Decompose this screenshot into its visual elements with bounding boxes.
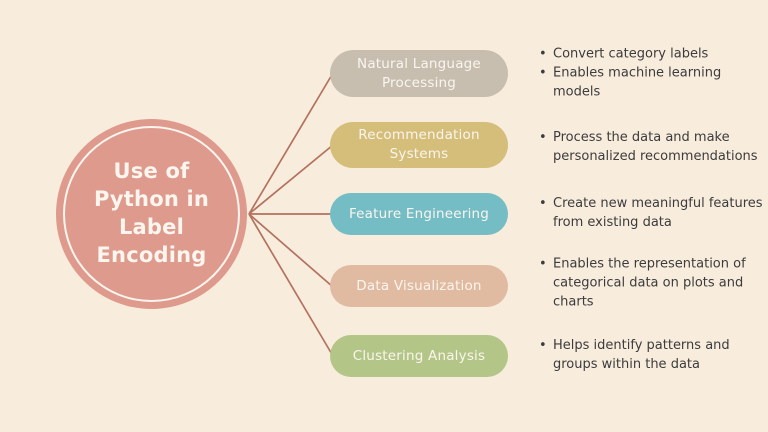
note-bullet: Convert category labels [538, 46, 764, 65]
branch-pill-natural-language-processing: Natural Language Processing [330, 50, 508, 97]
title-line: Label [118, 215, 184, 239]
title-line: Encoding [96, 242, 207, 267]
note-bullet: Enables the representation of categorica… [538, 256, 764, 313]
note-bullet: Process the data and make personalized r… [538, 129, 764, 167]
branch-label: Recommendation Systems [358, 127, 480, 162]
connector-line-clustering [248, 213, 334, 357]
connector-line-recommendation [248, 144, 334, 215]
branch-label: Data Visualization [356, 277, 482, 294]
branch-notes-clustering-analysis: Helps identify patterns and groups withi… [538, 337, 764, 375]
branch-label: Natural Language Processing [357, 55, 481, 91]
title-line: Python in [93, 187, 210, 212]
title-line: Use of [113, 159, 190, 184]
branch-pill-recommendation-systems: Recommendation Systems [330, 122, 508, 168]
connector-line-nlp [248, 72, 334, 215]
note-bullet: Enables machine learning models [538, 65, 764, 103]
branch-notes-natural-language-processing: Convert category labels Enables machine … [538, 46, 764, 103]
branch-label: Clustering Analysis [352, 347, 486, 364]
note-bullet: Helps identify patterns and groups withi… [538, 337, 764, 375]
branch-label: Feature Engineering [348, 205, 490, 222]
circle-inner-ring [63, 126, 240, 302]
note-bullet: Create new meaningful features from exis… [538, 195, 764, 233]
branch-notes-recommendation-systems: Process the data and make personalized r… [538, 129, 764, 167]
branch-pill-clustering-analysis: Clustering Analysis [330, 335, 508, 377]
central-topic-circle: Use of Python in Label Encoding [56, 119, 247, 309]
connector-line-visualization [248, 213, 334, 288]
central-topic-title: Use of Python in Label Encoding [94, 158, 209, 270]
branch-pill-feature-engineering: Feature Engineering [330, 193, 508, 235]
branch-pill-data-visualization: Data Visualization [330, 265, 508, 307]
branch-notes-feature-engineering: Create new meaningful features from exis… [538, 195, 764, 233]
branch-notes-data-visualization: Enables the representation of categorica… [538, 256, 764, 313]
